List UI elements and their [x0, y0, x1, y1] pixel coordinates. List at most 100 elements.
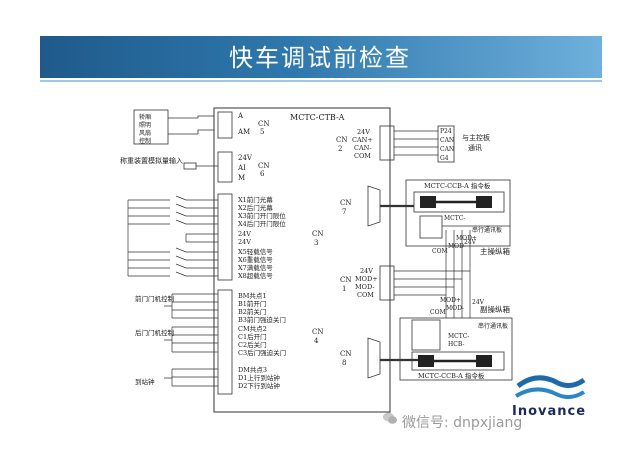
- upper-com-label: COM: [432, 248, 448, 255]
- cn8-num: 8: [342, 359, 346, 367]
- weighing-sensor: [183, 162, 197, 170]
- cn3-pin-x3: X3前门开门限位: [238, 211, 286, 220]
- lower-ccb-port-2: [476, 355, 492, 367]
- cn2-term-can2: CAN: [440, 146, 454, 153]
- lower-sub-label: MCTC-: [448, 333, 469, 340]
- cn4-label: CN: [312, 328, 323, 336]
- cn4-connector: BM共点1 B1前开门 B2前关门 B3前门强迫关门 CM共点2 C1后开门 C…: [135, 289, 323, 395]
- cn8-db-plug: [367, 337, 381, 379]
- cn2-main-terminal: [437, 125, 455, 163]
- cn4-pin-c1: C1后开门: [238, 332, 267, 341]
- lighting-fan-labels: 轿厢 照明 风扇 控制: [139, 113, 151, 145]
- cn1-pin-24v: 24V: [360, 267, 373, 275]
- cn3-pin-x2: X2后门光幕: [238, 203, 273, 212]
- cn3-pin-x5: X5轻载信号: [238, 247, 273, 256]
- front-door-group: 前门门机控制: [135, 294, 175, 303]
- lower-24v-label: 24V: [472, 299, 485, 306]
- cn1-num: 1: [342, 285, 346, 293]
- cn6-input-label: 称重装置模拟量输入: [120, 156, 183, 165]
- upper-ccb-port-1: [420, 196, 436, 208]
- upper-hcb-board: [419, 215, 443, 239]
- cn2-pin-24v: 24V: [357, 128, 370, 136]
- arrival-chime-group: 到站钟: [135, 377, 155, 386]
- upper-sub-label: MCTC-: [444, 215, 465, 222]
- cn4-pin-d2: D2下行到站钟: [238, 381, 280, 390]
- upper-mod-minus-label: MOD-: [448, 243, 466, 250]
- lighting-label-1: 轿厢: [139, 113, 151, 121]
- cn2-pin-canp: CAN+: [352, 136, 373, 144]
- cn5-pin-a: A: [237, 112, 244, 120]
- cn4-num: 4: [314, 337, 319, 345]
- title-underline: [40, 80, 602, 82]
- cn4-terminal: [217, 289, 233, 395]
- cn3-pin-x8: X8超载信号: [238, 271, 273, 280]
- lower-mod-minus-label: MOD-: [446, 305, 464, 312]
- cn3-pin-x1: X1前门光幕: [238, 195, 273, 204]
- cn6-label: CN: [258, 162, 269, 170]
- cn2-connector: 24V CAN+ CAN- COM CN 2 P24 CAN CAN G4 与主…: [336, 125, 490, 163]
- cn4-pin-c3: C3后门强迫关门: [238, 348, 286, 357]
- cn1-pin-modm: MOD-: [355, 283, 375, 291]
- upper-ccb-port-2: [476, 196, 492, 208]
- cn6-pin-m: M: [238, 174, 245, 182]
- cn6-connector: 24V AI M CN 6 称重装置模拟量输入: [120, 151, 269, 183]
- title-band: [40, 36, 602, 78]
- cn3-pin-x7: X7满载信号: [238, 263, 273, 272]
- cn3-pin-x6: X6重载信号: [238, 255, 273, 264]
- cn2-pin-com: COM: [354, 152, 371, 160]
- upper-instruction-assembly: MCTC-CCB-A 指令板 MCTC- 串行通讯板: [405, 179, 511, 247]
- cn1-terminal: [379, 265, 395, 301]
- cn3-num: 3: [314, 239, 318, 247]
- cn1-pin-com: COM: [357, 291, 374, 299]
- cn5-terminal: [217, 111, 233, 139]
- cn5-label: CN: [258, 120, 269, 128]
- lower-com-label: COM: [430, 309, 446, 316]
- cn7-connector: CN 7: [340, 185, 414, 227]
- cn2-num: 2: [338, 145, 342, 153]
- cn3-pin-24v-a: 24V: [238, 230, 251, 238]
- lower-mod-plus-label: MOD+: [440, 297, 461, 304]
- cn5-pin-am: AM: [237, 128, 250, 136]
- cn8-connector: CN 8: [340, 337, 418, 379]
- main-cop-label: 主操纵箱: [480, 246, 510, 256]
- cn4-pin-b2: B2前关门: [238, 307, 266, 316]
- cn4-pin-c2: C2后关门: [238, 340, 267, 349]
- lighting-label-2: 照明: [139, 122, 151, 129]
- upper-panel-label: 串行通讯板: [472, 226, 502, 234]
- upper-ccb-board: [413, 191, 505, 213]
- inovance-logo-icon: [514, 375, 586, 399]
- cn1-label: CN: [340, 276, 351, 284]
- cn4-pin-bm: BM共点1: [238, 291, 267, 300]
- lower-hcb-board: [411, 319, 441, 351]
- cn3-pin-24v-b: 24V: [238, 238, 251, 246]
- main-board-label: MCTC-CTB-A: [290, 113, 345, 122]
- lower-panel-label: 串行通讯板: [478, 322, 508, 330]
- cn4-wires: [164, 293, 218, 387]
- cn3-terminal: [217, 193, 233, 281]
- lighting-label-3: 风扇: [139, 129, 151, 137]
- lighting-wires: [168, 115, 214, 135]
- cn2-pin-canm: CAN-: [354, 144, 372, 152]
- cn1-pin-modp: MOD+: [355, 275, 378, 283]
- cn4-pin-b1: B1前开门: [238, 299, 266, 308]
- cn2-label: CN: [336, 136, 347, 144]
- cn6-pin-24v: 24V: [238, 154, 253, 162]
- cn3-switch-wires: [127, 195, 218, 277]
- aux-cop-label: 副操纵箱: [480, 304, 510, 314]
- cn8-label: CN: [340, 350, 351, 358]
- cn2-term-can1: CAN: [440, 137, 454, 144]
- wechat-icon: [383, 412, 397, 424]
- logo-wordmark: Inovance: [512, 404, 587, 419]
- cn5-connector: A AM CN 5: [217, 111, 269, 139]
- cn4-pin-dm: DM共点3: [238, 365, 267, 374]
- rear-door-group: 后门门机控制: [135, 328, 175, 337]
- cn6-terminal: [217, 151, 233, 183]
- upper-board-label: MCTC-CCB-A 指令板: [424, 181, 491, 190]
- cn7-label: CN: [340, 199, 351, 207]
- cn2-dest-2: 通讯: [468, 143, 482, 152]
- cn3-connector: X1前门光幕 X2后门光幕 X3前门开门限位 X4后门开门限位 24V 24V …: [127, 193, 323, 281]
- cn6-num: 6: [260, 170, 265, 178]
- cn3-label: CN: [312, 230, 323, 238]
- cn6-pin-ai: AI: [237, 164, 246, 172]
